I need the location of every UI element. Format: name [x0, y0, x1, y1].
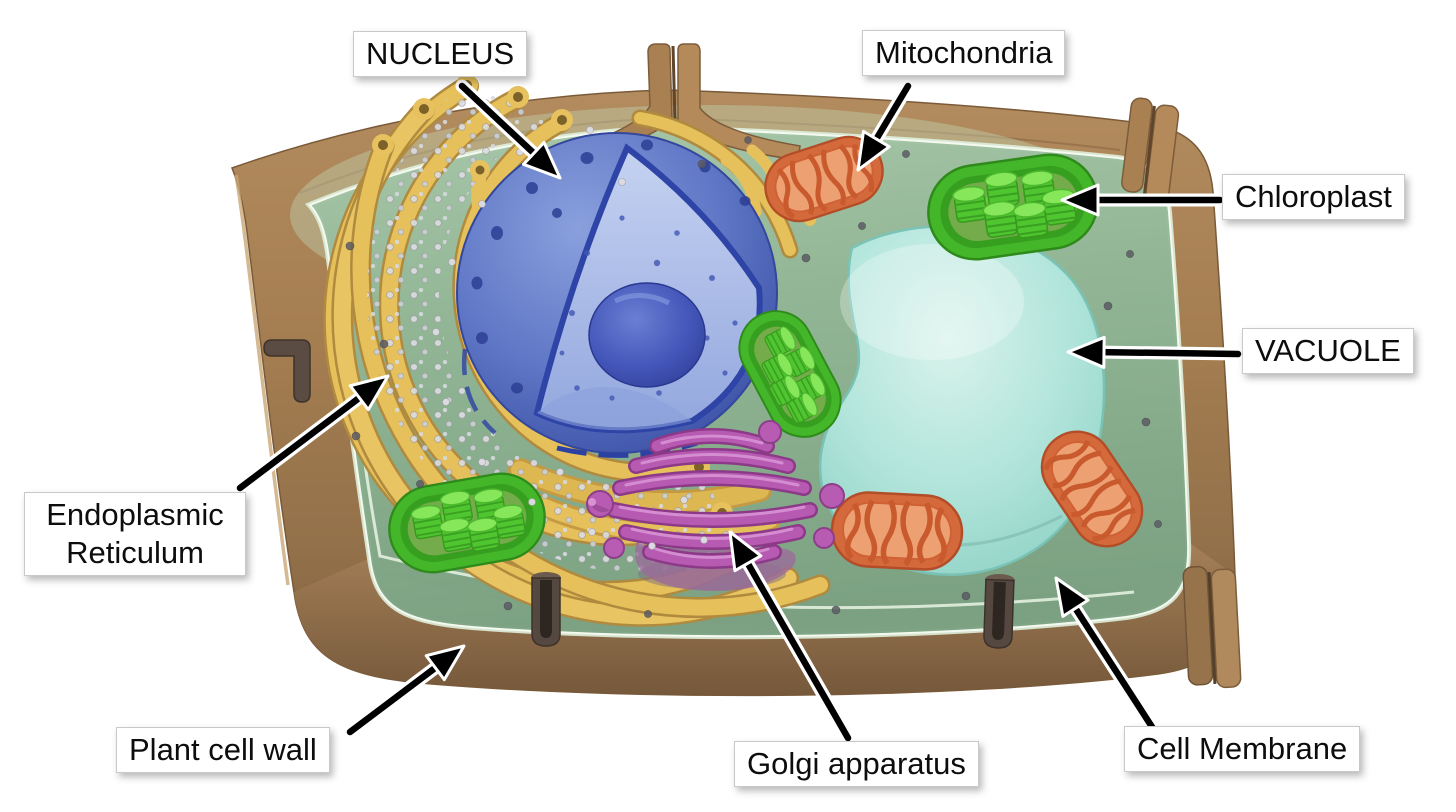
- plasmodesma-bottom-left: [530, 571, 562, 647]
- vacuole-arrow: [1066, 335, 1245, 369]
- endoplasmic-reticulum-arrow: [233, 374, 390, 495]
- label-chloroplast: Chloroplast: [1222, 174, 1405, 220]
- golgi-vesicles: [586, 420, 845, 559]
- label-golgi-apparatus: Golgi apparatus: [734, 741, 979, 787]
- label-cell-membrane: Cell Membrane: [1124, 726, 1361, 772]
- nucleus: [456, 132, 778, 458]
- cytoplasm-granules: [345, 136, 1162, 618]
- mitochondrion-bottom: [830, 491, 964, 572]
- plasmodesma-left: [263, 339, 311, 403]
- plasmodesma-bottom-right: [981, 572, 1016, 650]
- label-plant-cell-wall: Plant cell wall: [116, 727, 330, 773]
- vacuole: [818, 225, 1106, 576]
- label-vacuole: VACUOLE: [1242, 328, 1414, 374]
- label-arrows: [233, 79, 1245, 745]
- plant-cell-wall-arrow: [343, 644, 466, 739]
- cell-membrane-arrow: [1054, 576, 1161, 737]
- label-nucleus: NUCLEUS: [353, 31, 528, 77]
- cell-wall-junction-top-right: [1121, 97, 1180, 203]
- ribosome-dots: [432, 126, 708, 550]
- mitochondria-arrow: [856, 79, 915, 172]
- nucleus-arrow: [455, 79, 562, 180]
- cell-wall-junction-bottom-right: [1182, 565, 1242, 689]
- nucleolus: [588, 282, 706, 388]
- label-endoplasmic-reticulum: Endoplasmic Reticulum: [24, 492, 246, 576]
- golgi-apparatus-arrow: [728, 530, 855, 745]
- label-mitochondria: Mitochondria: [862, 30, 1066, 76]
- golgi-apparatus: [586, 420, 845, 592]
- chloroplast-arrow: [1060, 183, 1227, 217]
